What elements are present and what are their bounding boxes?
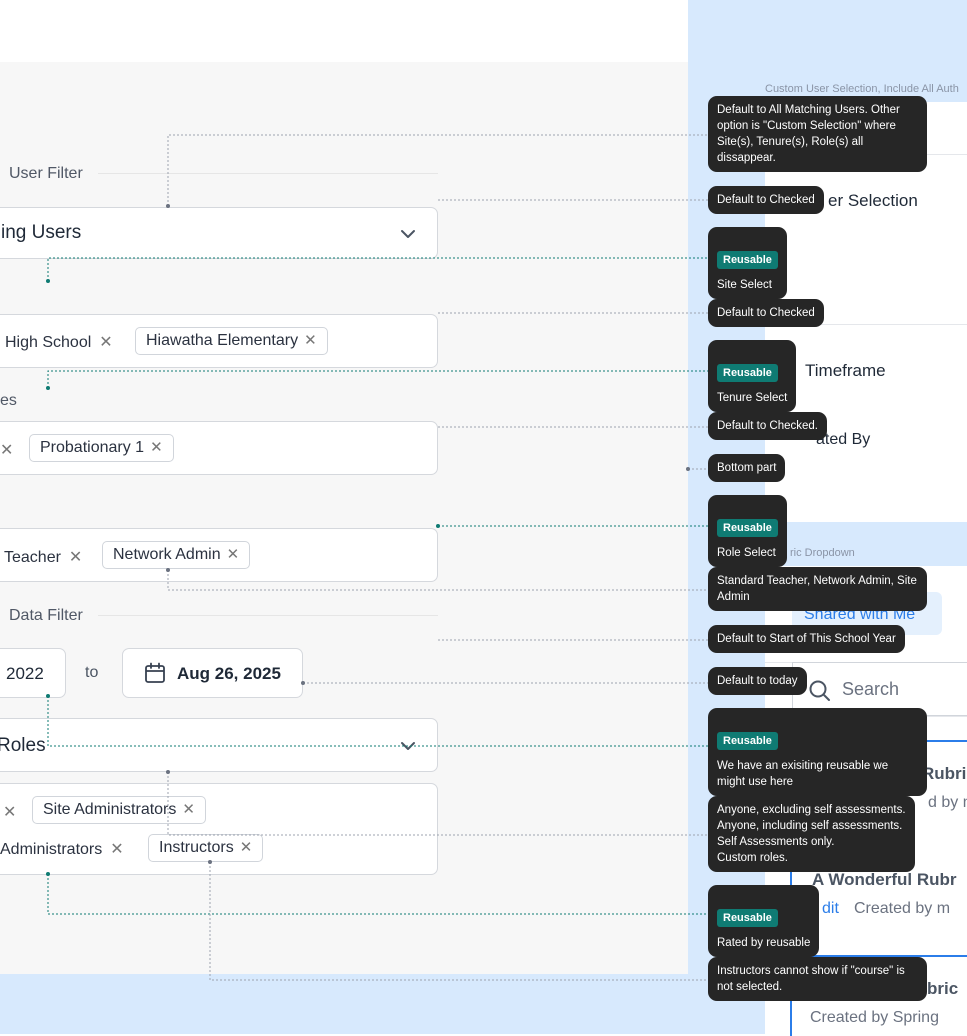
chevron-down-icon [401, 742, 415, 750]
chip-remove-icon[interactable]: ✕ [3, 804, 17, 821]
reusable-badge: Reusable [717, 519, 778, 537]
date-start-input[interactable]: 2022 [0, 648, 66, 698]
rated-by-label: ated By [816, 431, 871, 448]
chip-remove-icon[interactable]: ✕ [0, 442, 14, 459]
reusable-badge: Reusable [717, 732, 778, 750]
site-chip-hiawatha[interactable]: Hiawatha Elementary✕ [135, 327, 328, 355]
reusable-badge: Reusable [717, 364, 778, 382]
rated-chip-site-administrators[interactable]: Site Administrators✕ [32, 796, 206, 824]
chip-remove-icon[interactable]: ✕ [239, 839, 253, 856]
user-filter-dropdown[interactable]: ing Users [0, 207, 438, 259]
canvas-bottom-band [0, 974, 688, 1034]
chip-remove-icon[interactable]: ✕ [150, 439, 163, 456]
annotation-bottom-part: Bottom part [708, 454, 786, 482]
role-chip-teacher[interactable]: Teacher✕ [4, 549, 83, 566]
annotation-rated-options: Anyone, excluding self assessments. Anyo… [708, 796, 915, 872]
annotation-role-defaults: Standard Teacher, Network Admin, Site Ad… [708, 567, 927, 611]
annotation-date-start: Default to Start of This School Year [708, 625, 905, 653]
chip-remove-icon[interactable]: ✕ [226, 546, 240, 563]
chevron-down-icon [401, 230, 415, 238]
timeframe-label: Timeframe [805, 361, 886, 380]
chip-remove-icon[interactable]: ✕ [68, 549, 83, 566]
rated-chip-administrators[interactable]: Administrators✕ [0, 841, 124, 858]
chip-remove-icon[interactable]: ✕ [304, 332, 317, 349]
rated-by-dropdown[interactable]: Roles [0, 718, 438, 772]
rubric-dropdown-note: ric Dropdown [790, 547, 855, 559]
chip-remove-icon[interactable]: ✕ [99, 334, 113, 351]
annotation-instructors: Instructors cannot show if "course" is n… [708, 957, 927, 1001]
user-filter-value: ing Users [1, 222, 82, 243]
section-divider [98, 173, 438, 174]
role-chip-network-admin[interactable]: Network Admin✕ [102, 541, 251, 569]
divider [765, 324, 967, 325]
date-range-separator: to [85, 664, 99, 681]
tenures-label: es [0, 392, 17, 409]
data-filter-label: Data Filter [9, 607, 83, 624]
user-filter-label: User Filter [9, 165, 83, 182]
annotation-default-checked: Default to Checked. [708, 412, 828, 440]
user-selection-label: er Selection [828, 191, 918, 210]
annotation-user-filter: Default to All Matching Users. Other opt… [708, 96, 927, 172]
annotation-default-checked: Default to Checked [708, 186, 824, 214]
site-chip-high-school[interactable]: High School✕ [5, 334, 113, 351]
calendar-icon [145, 662, 165, 683]
panel-header-note: Custom User Selection, Include All Auth [765, 83, 959, 95]
search-icon [809, 680, 830, 701]
reusable-badge: Reusable [717, 909, 778, 927]
rubric-search-input[interactable]: Search [792, 662, 967, 716]
section-divider [98, 615, 438, 616]
chip-remove-icon[interactable]: ✕ [110, 841, 124, 858]
tenure-chip-probationary[interactable]: Probationary 1✕ [29, 434, 174, 462]
chip-remove-icon[interactable]: ✕ [182, 801, 195, 818]
date-end-input[interactable]: Aug 26, 2025 [122, 648, 303, 698]
annotation-date-end: Default to today [708, 667, 807, 695]
annotation-default-checked: Default to Checked [708, 299, 824, 327]
reusable-badge: Reusable [717, 251, 778, 269]
rated-chip-instructors[interactable]: Instructors✕ [148, 834, 264, 862]
